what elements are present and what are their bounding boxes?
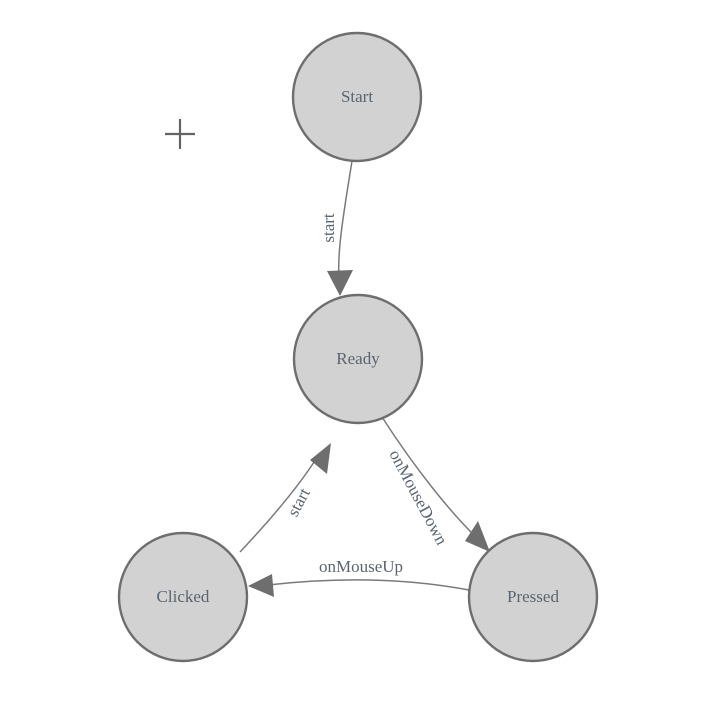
arrowhead-into-ready: [327, 270, 353, 296]
arrowhead-into-pressed: [465, 521, 490, 552]
edge-label-text: start: [319, 213, 338, 243]
node-circle-ready[interactable]: [292, 293, 424, 425]
node-pressed[interactable]: Pressed: [467, 531, 599, 663]
node-circle-pressed[interactable]: [467, 531, 599, 663]
node-label-start: Start: [341, 87, 373, 106]
node-start[interactable]: Start: [291, 31, 423, 163]
edge-label-text: start: [283, 485, 314, 520]
arrowhead-into-clicked: [248, 574, 274, 597]
edge-line-start-to-ready: [337, 160, 353, 278]
node-label-clicked: Clicked: [157, 587, 210, 606]
node-circle-clicked[interactable]: [117, 531, 249, 663]
edge-label-clicked-to-ready: start: [283, 485, 314, 520]
edge-line-clicked-to-ready: [239, 458, 317, 553]
edge-label-ready-to-pressed: onMouseDown: [385, 447, 451, 549]
edge-start-to-ready[interactable]: [327, 160, 353, 296]
node-clicked[interactable]: Clicked: [117, 531, 249, 663]
edge-clicked-to-ready[interactable]: [239, 443, 331, 553]
edge-label-pressed-to-clicked: onMouseUp: [319, 557, 403, 576]
edge-line-pressed-to-clicked: [267, 579, 470, 591]
edge-ready-to-pressed[interactable]: [381, 416, 490, 552]
edge-label-start-to-ready: start: [319, 213, 338, 243]
node-label-pressed: Pressed: [507, 587, 559, 606]
crosshair-icon: [165, 119, 195, 149]
arrowhead-into-ready-from-clicked: [310, 443, 331, 474]
edge-pressed-to-clicked[interactable]: [248, 574, 470, 597]
node-label-ready: Ready: [336, 349, 380, 368]
edge-label-text: onMouseUp: [319, 557, 403, 576]
edge-label-text: onMouseDown: [385, 447, 451, 549]
node-ready[interactable]: Ready: [292, 293, 424, 425]
edge-line-ready-to-pressed: [381, 416, 478, 539]
node-circle-start[interactable]: [291, 31, 423, 163]
